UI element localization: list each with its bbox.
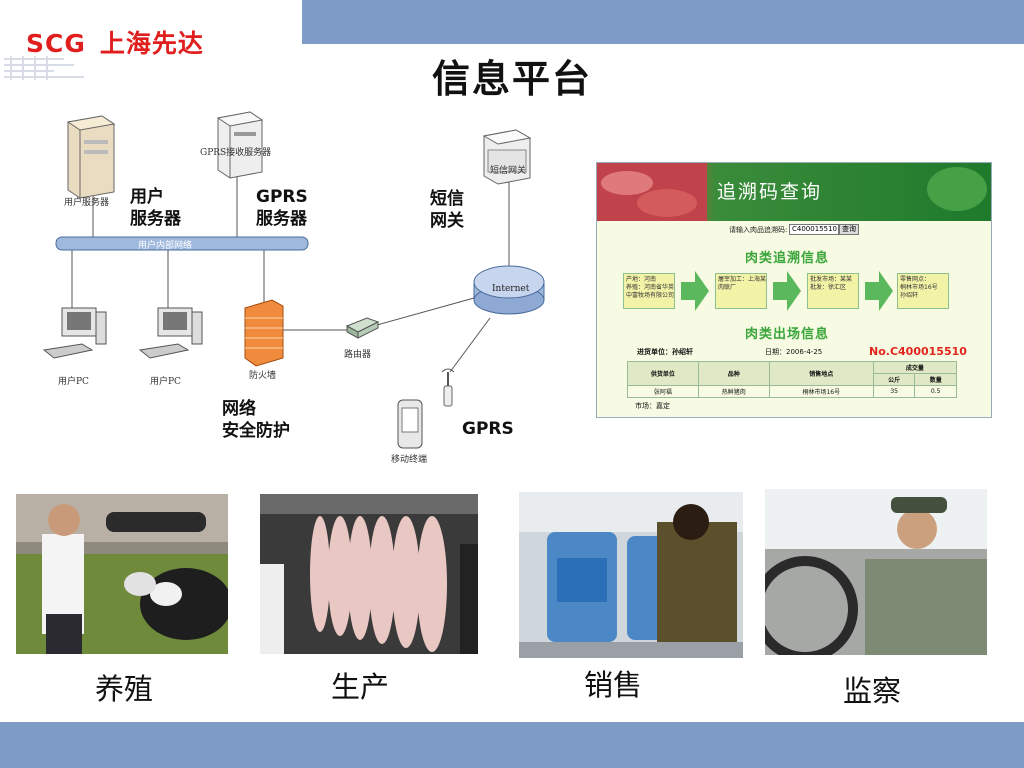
trace-panel-body: 请输入肉品追溯码: C400015510 查询 肉类追溯信息 产地：河南 养殖：… bbox=[597, 221, 991, 417]
sale-section-title: 肉类出场信息 bbox=[745, 327, 830, 342]
decorative-stripes bbox=[4, 56, 84, 80]
trace-arrow-3 bbox=[865, 271, 893, 311]
th-volume: 成交量 bbox=[872, 361, 958, 374]
td-kg: 35 bbox=[872, 385, 916, 398]
firewall-icon bbox=[244, 299, 284, 367]
market-label: 市场：嘉定 bbox=[635, 402, 670, 410]
label-internet: Internet bbox=[492, 284, 530, 294]
trace-query-button[interactable]: 查询 bbox=[839, 224, 859, 235]
date-field: 日期：2006-4-25 bbox=[765, 347, 822, 357]
mobile-phone-icon bbox=[397, 399, 423, 449]
label-gprs-receive-server: GPRS接收服务器 bbox=[200, 148, 272, 158]
table-header-row: 供货单位 品种 销售地点 成交量 bbox=[627, 361, 958, 386]
trace-panel-header: 追溯码查询 bbox=[597, 163, 991, 221]
photo-breeding bbox=[16, 494, 228, 654]
label-sms-gateway-big: 短信 网关 bbox=[430, 189, 464, 231]
table-subheader-row: 公斤 数量 bbox=[628, 373, 957, 386]
trace-code-input[interactable]: C400015510 bbox=[789, 224, 839, 235]
page-title: 信息平台 bbox=[431, 56, 592, 101]
label-gprs-server-big: GPRS 服务器 bbox=[256, 187, 308, 229]
td-variety: 热鲜猪肉 bbox=[697, 385, 770, 398]
th-variety: 品种 bbox=[697, 361, 770, 386]
td-location: 桐林市场16号 bbox=[768, 385, 874, 398]
trace-step-retail: 零售网点： 桐林市场16号 孙绍轩 bbox=[897, 273, 949, 309]
th-supplier: 供货单位 bbox=[627, 361, 699, 386]
trace-step-wholesale: 批发市场：某某 批发：徐汇区 bbox=[807, 273, 859, 309]
date-value: 2006-4-25 bbox=[786, 348, 823, 356]
th-kg: 公斤 bbox=[872, 373, 916, 386]
buyer-label: 进货单位：孙绍轩 bbox=[637, 348, 693, 356]
label-user-server: 用户服务器 bbox=[64, 198, 110, 208]
trace-number: No.C400015510 bbox=[869, 345, 967, 358]
td-qty: 0.5 bbox=[914, 385, 957, 398]
label-router: 路由器 bbox=[344, 350, 372, 360]
label-firewall: 防火墙 bbox=[249, 371, 277, 381]
label-user-pc-1: 用户PC bbox=[58, 377, 89, 387]
trace-step-slaughter: 屠宰加工：上海某 肉联厂 bbox=[715, 273, 767, 309]
photo-production bbox=[260, 494, 478, 654]
logo-chinese: 上海先达 bbox=[99, 29, 204, 58]
user-server-icon bbox=[66, 115, 116, 199]
date-label: 日期： bbox=[765, 348, 786, 356]
user-pc-icon-1 bbox=[42, 307, 107, 359]
photo-supervision bbox=[765, 489, 987, 655]
label-user-pc-2: 用户PC bbox=[150, 377, 181, 387]
th-qty: 数量 bbox=[914, 373, 957, 386]
trace-panel-title: 追溯码查询 bbox=[717, 181, 823, 203]
label-lan: 用户内部网络 bbox=[138, 241, 193, 251]
label-user-server-big: 用户 服务器 bbox=[130, 187, 181, 229]
trace-query-screenshot: 追溯码查询 请输入肉品追溯码: C400015510 查询 肉类追溯信息 产地：… bbox=[596, 162, 992, 418]
bottom-banner bbox=[0, 722, 1024, 768]
trace-arrow-2 bbox=[773, 271, 801, 311]
trace-arrow-1 bbox=[681, 271, 709, 311]
table-row: 张阿福 热鲜猪肉 桐林市场16号 35 0.5 bbox=[627, 385, 957, 398]
user-pc-icon-2 bbox=[138, 307, 203, 359]
th-location: 销售地点 bbox=[768, 361, 874, 386]
gprs-server-icon bbox=[216, 111, 264, 179]
label-network-security-big: 网络 安全防护 bbox=[222, 399, 290, 441]
antenna-icon bbox=[441, 368, 455, 407]
td-supplier: 张阿福 bbox=[627, 385, 699, 398]
label-sms-gateway-box: 短信网关 bbox=[490, 166, 527, 176]
network-diagram bbox=[42, 111, 545, 449]
photo-sales bbox=[519, 492, 743, 658]
meat-photo-strip bbox=[597, 163, 987, 221]
caption-supervision: 监察 bbox=[843, 674, 902, 708]
sms-gateway-icon bbox=[482, 129, 532, 185]
caption-sales: 销售 bbox=[584, 668, 643, 702]
trace-search-label: 请输入肉品追溯码: bbox=[729, 226, 788, 234]
label-mobile-terminal: 移动终端 bbox=[391, 455, 428, 465]
internet-icon bbox=[473, 265, 545, 315]
lan-bus bbox=[55, 236, 309, 251]
label-gprs-big: GPRS bbox=[462, 419, 514, 439]
trace-step-origin: 产地：河南 养殖：河南省华英禽 中富牧场有限公司 bbox=[623, 273, 675, 309]
caption-production: 生产 bbox=[331, 670, 390, 704]
company-logo: SCG 上海先达 bbox=[26, 24, 204, 60]
sale-table: 供货单位 品种 销售地点 成交量 公斤 数量 张阿福 热鲜猪肉 桐林市场16号 … bbox=[627, 361, 958, 398]
logo-latin: SCG bbox=[26, 29, 86, 58]
caption-breeding: 养殖 bbox=[95, 672, 154, 706]
trace-section-title: 肉类追溯信息 bbox=[745, 251, 830, 266]
router-icon bbox=[345, 317, 380, 339]
